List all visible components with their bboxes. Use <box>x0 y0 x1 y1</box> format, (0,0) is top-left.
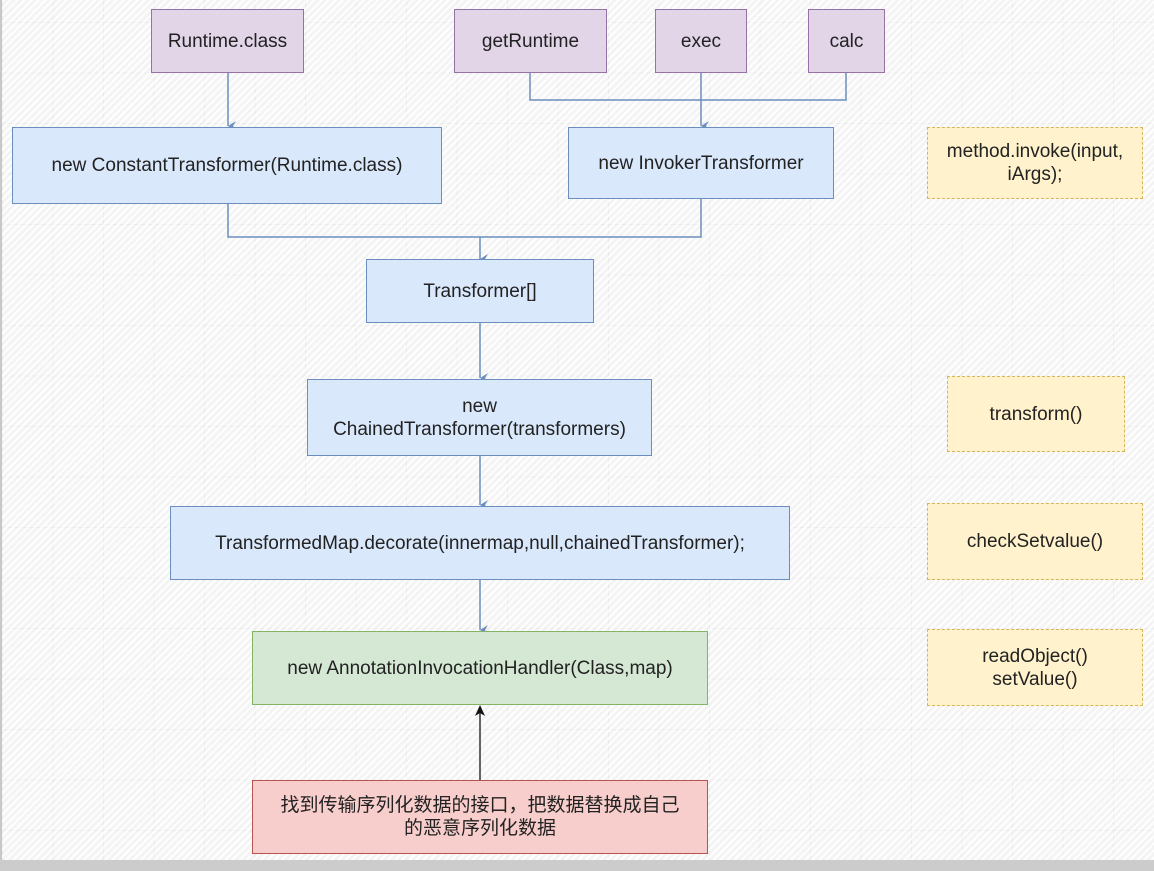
note-label: transform() <box>989 403 1083 425</box>
node-runtime-class[interactable]: Runtime.class <box>151 9 304 73</box>
node-transformed-map[interactable]: TransformedMap.decorate(innermap,null,ch… <box>170 506 790 580</box>
node-invoker-transformer[interactable]: new InvokerTransformer <box>568 127 834 199</box>
node-label-line1: new <box>462 395 497 417</box>
node-label: Transformer[] <box>423 280 537 302</box>
note-transform[interactable]: transform() <box>947 376 1125 452</box>
node-label: new InvokerTransformer <box>598 152 804 174</box>
node-label: new AnnotationInvocationHandler(Class,ma… <box>287 657 673 679</box>
node-annotation-handler[interactable]: new AnnotationInvocationHandler(Class,ma… <box>252 631 708 705</box>
note-label-line1: readObject() <box>982 645 1088 667</box>
node-label-line1: 找到传输序列化数据的接口，把数据替换成自己 <box>280 795 680 816</box>
node-constant-transformer[interactable]: new ConstantTransformer(Runtime.class) <box>12 127 442 204</box>
node-label: TransformedMap.decorate(innermap,null,ch… <box>215 532 745 554</box>
node-label-line2: ChainedTransformer(transformers) <box>333 418 626 440</box>
note-label-line2: setValue() <box>992 668 1078 690</box>
canvas-left-border <box>0 0 2 860</box>
node-calc[interactable]: calc <box>808 9 885 73</box>
note-label: checkSetvalue() <box>966 531 1104 552</box>
node-label-line2: 的恶意序列化数据 <box>403 818 556 839</box>
node-chained-transformer[interactable]: new ChainedTransformer(transformers) <box>307 379 652 456</box>
note-label-line1: method.invoke(input, <box>946 141 1124 162</box>
note-check-setvalue[interactable]: checkSetvalue() <box>927 503 1143 580</box>
note-label-line2: iArgs); <box>1007 164 1063 185</box>
node-entry-point[interactable]: 找到传输序列化数据的接口，把数据替换成自己 的恶意序列化数据 <box>252 780 708 854</box>
node-label: Runtime.class <box>167 30 288 52</box>
note-method-invoke[interactable]: method.invoke(input, iArgs); <box>927 127 1143 199</box>
node-transformer-array[interactable]: Transformer[] <box>366 259 594 323</box>
canvas-bottom-bar <box>0 860 1154 871</box>
node-label: exec <box>680 30 722 52</box>
node-get-runtime[interactable]: getRuntime <box>454 9 607 73</box>
node-label: calc <box>829 30 864 52</box>
node-exec[interactable]: exec <box>655 9 747 73</box>
node-label: getRuntime <box>481 30 580 52</box>
node-label: new ConstantTransformer(Runtime.class) <box>51 155 403 176</box>
note-readobject-setvalue[interactable]: readObject() setValue() <box>927 629 1143 706</box>
